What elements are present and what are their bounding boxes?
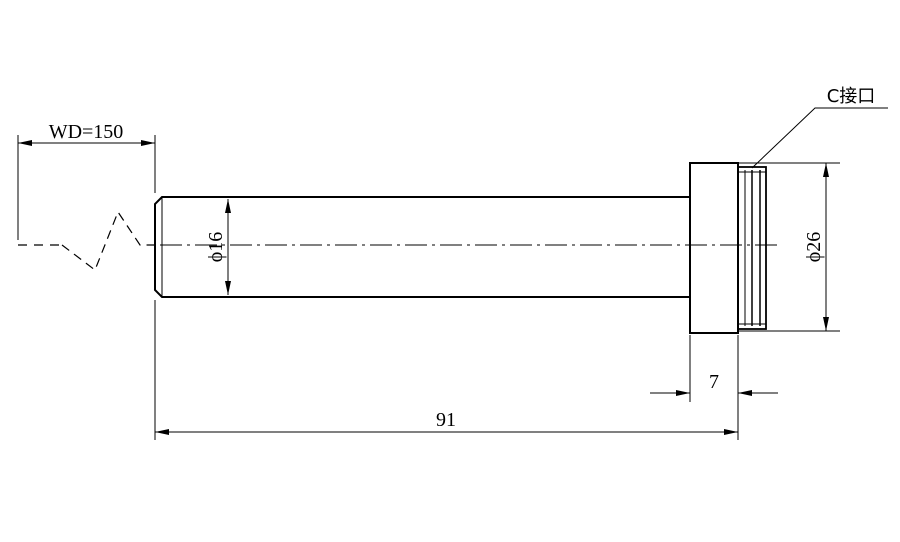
- front-diameter-label: ϕ16: [205, 232, 227, 263]
- total-length-label: 91: [436, 409, 456, 431]
- working-distance-dimension: WD=150: [17, 121, 156, 240]
- mount-length-label: 7: [709, 371, 719, 393]
- c-mount-flange: [689, 162, 767, 334]
- front-diameter-dimension: ϕ16: [205, 199, 231, 295]
- c-mount-callout: C接口: [751, 86, 888, 169]
- lens-barrel: [154, 196, 691, 298]
- mount-diameter-dimension: ϕ26: [738, 162, 840, 332]
- total-length-dimension: 91: [154, 300, 738, 440]
- working-distance-label: WD=150: [49, 121, 124, 143]
- mount-diameter-label: ϕ26: [803, 232, 825, 263]
- mount-type-label: C接口: [827, 86, 876, 107]
- mount-length-dimension: 7: [650, 335, 778, 440]
- working-distance-break-line: [18, 210, 158, 271]
